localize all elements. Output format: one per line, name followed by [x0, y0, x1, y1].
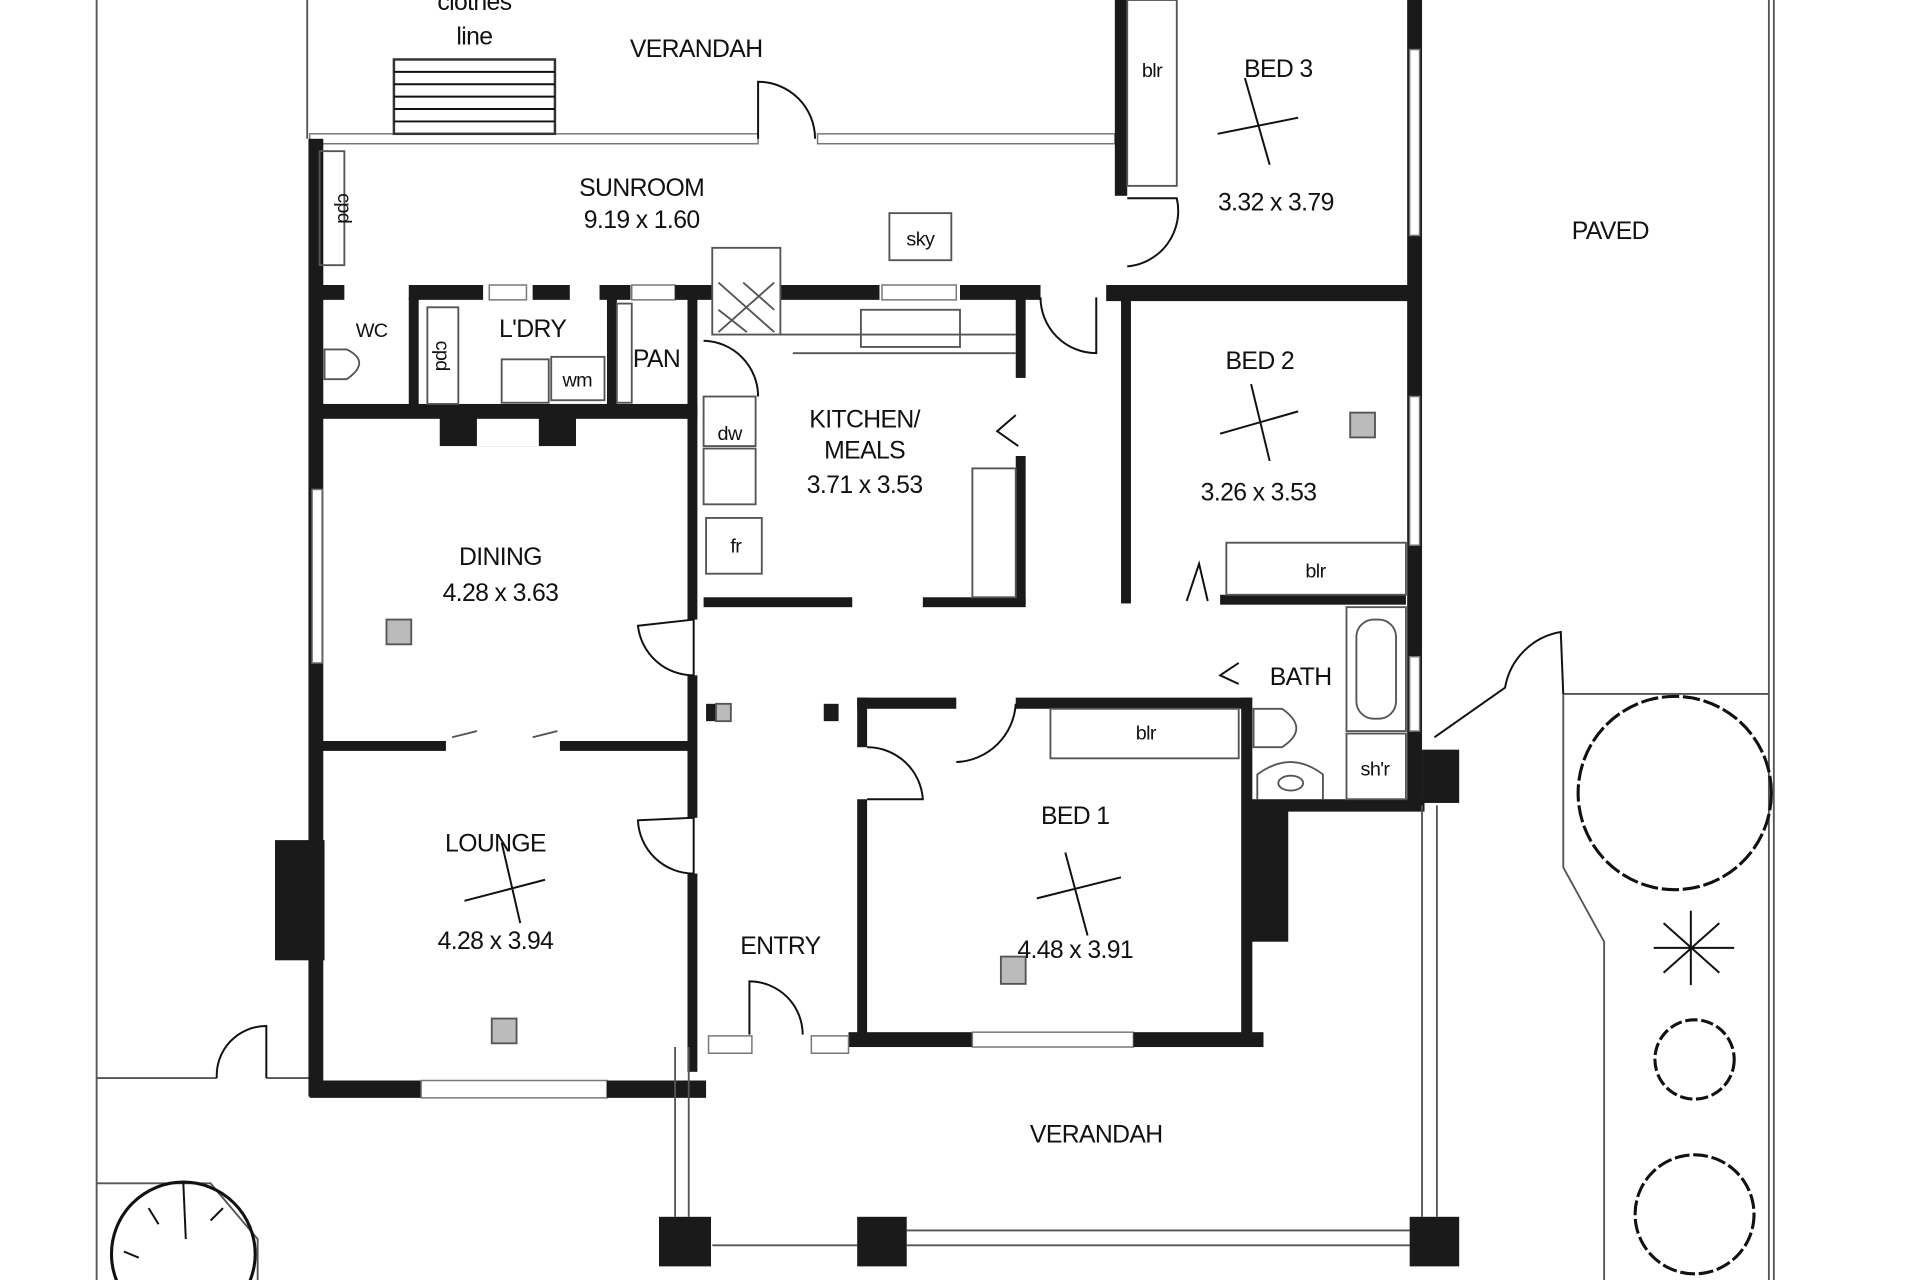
sunroom-size: 9.19 x 1.60: [584, 207, 700, 234]
front-verandah-label: VERANDAH: [1030, 1121, 1163, 1148]
kitchen-size: 3.71 x 3.53: [807, 472, 923, 499]
skylight-label: sky: [906, 228, 935, 250]
bed1-size: 4.48 x 3.91: [1017, 937, 1133, 964]
bed3-size: 3.32 x 3.79: [1218, 190, 1334, 217]
bed1-label: BED 1: [1041, 803, 1109, 830]
boundary-lines: [95, 0, 1775, 1280]
clothes-line-label-2: line: [456, 24, 492, 51]
door-swing-icon: [1039, 297, 1098, 355]
ceiling-fan-icon: [1217, 77, 1299, 166]
clothes-line-icon: [392, 58, 557, 136]
door-swing-icon: [748, 980, 804, 1035]
post: [1409, 1216, 1460, 1267]
dishwasher-label: dw: [718, 423, 743, 445]
washer-label: wm: [561, 370, 592, 392]
bed2-robe-label: blr: [1305, 560, 1326, 582]
rear-verandah-label: VERANDAH: [630, 36, 763, 63]
rear-verandah: clothes line VERANDAH: [308, 0, 1116, 145]
ceiling-fan-icon: [1036, 852, 1122, 936]
doors: [215, 197, 1565, 1079]
door-swing-icon: [703, 339, 760, 397]
kitchen-label-2: MEALS: [824, 437, 905, 464]
dining-label: DINING: [459, 544, 542, 571]
wc-label: WC: [356, 320, 388, 342]
bed3-label: BED 3: [1244, 56, 1312, 83]
dining-size: 4.28 x 3.63: [443, 580, 559, 607]
door-swing-icon: [215, 1024, 268, 1079]
post: [658, 1216, 712, 1267]
bed3-robe-label: blr: [1142, 60, 1163, 82]
laundry-cupboard-label: cpd: [431, 341, 453, 371]
bed2-label: BED 2: [1226, 348, 1294, 375]
door-swing-icon: [1127, 197, 1180, 268]
kitchen-label: KITCHEN/: [809, 406, 920, 433]
door-swing-icon: [757, 80, 817, 139]
pantry-label: PAN: [633, 346, 680, 373]
toilet-icon: [323, 348, 361, 381]
laundry-label: L'DRY: [499, 316, 566, 343]
lounge-label: LOUNGE: [445, 830, 546, 857]
gate-swing-icon: [1433, 630, 1565, 739]
light-fixtures: [385, 77, 1376, 1045]
clothes-line-label: clothes: [437, 0, 511, 16]
fridge-label: fr: [730, 536, 742, 558]
bed1-robe-label: blr: [1136, 723, 1157, 745]
shower-label: sh'r: [1361, 759, 1391, 781]
front-verandah: VERANDAH: [658, 805, 1460, 1267]
shrub-icon: [1653, 910, 1735, 986]
ceiling-fan-icon: [1219, 383, 1299, 462]
door-swing-icon: [636, 816, 695, 875]
door-swing-icon: [956, 703, 1017, 764]
door-swing-icon: [867, 746, 924, 801]
entry-label: ENTRY: [740, 933, 820, 960]
room-labels: BED 3 3.32 x 3.79 SUNROOM 9.19 x 1.60 PA…: [356, 56, 1650, 964]
bed2-size: 3.26 x 3.53: [1201, 480, 1317, 507]
paved-label: PAVED: [1572, 218, 1649, 245]
post: [857, 1216, 907, 1267]
sunroom-label: SUNROOM: [579, 175, 704, 202]
fixtures: blr cpd sky dw fr cpd wm blr blr sh'r: [318, 0, 1407, 801]
tree-icon: [109, 1180, 257, 1280]
landscaping: [109, 694, 1773, 1280]
lounge-size: 4.28 x 3.94: [438, 928, 555, 955]
toilet-icon: [1252, 707, 1298, 749]
bath-label: BATH: [1270, 664, 1332, 691]
door-swing-icon: [636, 618, 695, 677]
walls: [274, 0, 1460, 1099]
basin-icon: [1256, 761, 1324, 800]
tree-icon: [1576, 694, 1773, 892]
shrub-icon: [1653, 1018, 1736, 1101]
shrub-icon: [1633, 1153, 1756, 1276]
sunroom-cupboard-label: cpd: [333, 193, 355, 223]
ceiling-fan-icon: [464, 842, 546, 924]
